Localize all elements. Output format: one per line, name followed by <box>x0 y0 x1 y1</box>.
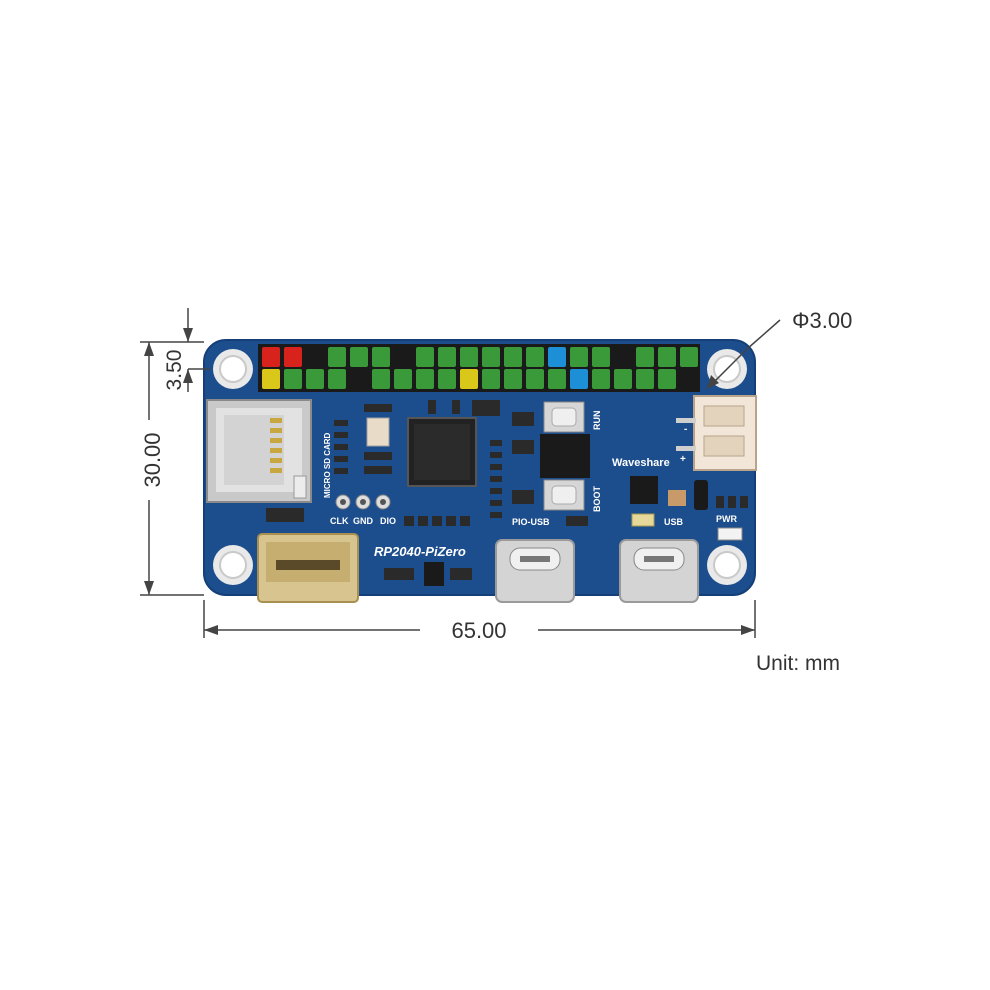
battery-connector <box>676 395 757 471</box>
dimension-lines <box>140 308 781 638</box>
header-pin <box>416 347 434 367</box>
header-pin <box>350 347 368 367</box>
header-pin <box>262 347 280 367</box>
pio-usb-label: PIO-USB <box>512 517 550 527</box>
mounting-hole-bottom-left <box>213 545 253 585</box>
dim-height-text: 30.00 <box>140 432 165 487</box>
header-pin <box>548 347 566 367</box>
unit-label: Unit: mm <box>756 652 840 675</box>
header-pin <box>592 347 610 367</box>
passive-components-left <box>334 404 392 474</box>
swd-pads <box>335 494 391 510</box>
header-pin <box>570 369 588 389</box>
header-pin <box>306 369 324 389</box>
mounting-hole-top-left <box>213 349 253 389</box>
header-pin <box>614 347 632 367</box>
header-pin <box>416 369 434 389</box>
header-pin <box>284 347 302 367</box>
dio-label: DIO <box>380 516 396 526</box>
header-pin <box>328 369 346 389</box>
usb-c-main <box>619 539 699 603</box>
header-pin <box>350 369 368 389</box>
header-pin <box>438 369 456 389</box>
gnd-label: GND <box>353 516 374 526</box>
dim-offset-text: 3.50 <box>163 350 186 391</box>
mini-hdmi-port <box>257 533 359 603</box>
header-pin <box>372 347 390 367</box>
header-pin <box>262 369 280 389</box>
header-pin <box>614 369 632 389</box>
micro-sd-label: MICRO SD CARD <box>323 432 332 498</box>
header-pin <box>526 347 544 367</box>
run-label: RUN <box>592 411 602 431</box>
run-button <box>543 401 585 433</box>
micro-sd-slot <box>206 399 312 503</box>
pwr-label: PWR <box>716 514 737 524</box>
pwr-led <box>717 527 743 541</box>
brand-label: Waveshare <box>612 457 670 469</box>
header-pin <box>306 347 324 367</box>
header-pin <box>548 369 566 389</box>
header-pin <box>636 369 654 389</box>
crystal <box>366 417 390 447</box>
resistor-row <box>384 400 502 580</box>
gpio-header <box>258 344 700 392</box>
dim-width-text: 65.00 <box>451 618 506 643</box>
header-pin <box>658 369 676 389</box>
pcb-board: MICRO SD CARD CLK GND DIO <box>203 339 757 603</box>
header-pin <box>570 347 588 367</box>
usb-c-pio <box>495 539 575 603</box>
header-pin <box>460 369 478 389</box>
clk-label: CLK <box>330 516 349 526</box>
header-pin <box>680 347 698 367</box>
header-pin <box>460 347 478 367</box>
header-pin <box>680 369 698 389</box>
header-pin <box>592 369 610 389</box>
voltage-regulator <box>424 562 444 586</box>
usb-label: USB <box>664 517 684 527</box>
header-pin <box>438 347 456 367</box>
header-pin <box>394 347 412 367</box>
led-yellow <box>631 513 655 527</box>
header-pin <box>526 369 544 389</box>
header-pin <box>504 369 522 389</box>
header-pin <box>372 369 390 389</box>
usb-chip <box>630 476 658 504</box>
dim-hole-diameter-text: Φ3.00 <box>792 308 852 333</box>
usb-hub-chip <box>540 434 590 478</box>
header-pin <box>482 347 500 367</box>
battery-minus-label: - <box>684 424 687 435</box>
header-pin <box>658 347 676 367</box>
boot-button <box>543 479 585 511</box>
header-pin <box>284 369 302 389</box>
header-pin <box>328 347 346 367</box>
header-pin <box>504 347 522 367</box>
board-name: RP2040-PiZero <box>374 544 466 559</box>
boot-label: BOOT <box>592 485 602 512</box>
header-pin <box>636 347 654 367</box>
header-pin <box>394 369 412 389</box>
battery-plus-label: + <box>680 454 686 465</box>
header-pin <box>482 369 500 389</box>
rp2040-chip <box>407 417 477 487</box>
mounting-hole-bottom-right <box>707 545 747 585</box>
